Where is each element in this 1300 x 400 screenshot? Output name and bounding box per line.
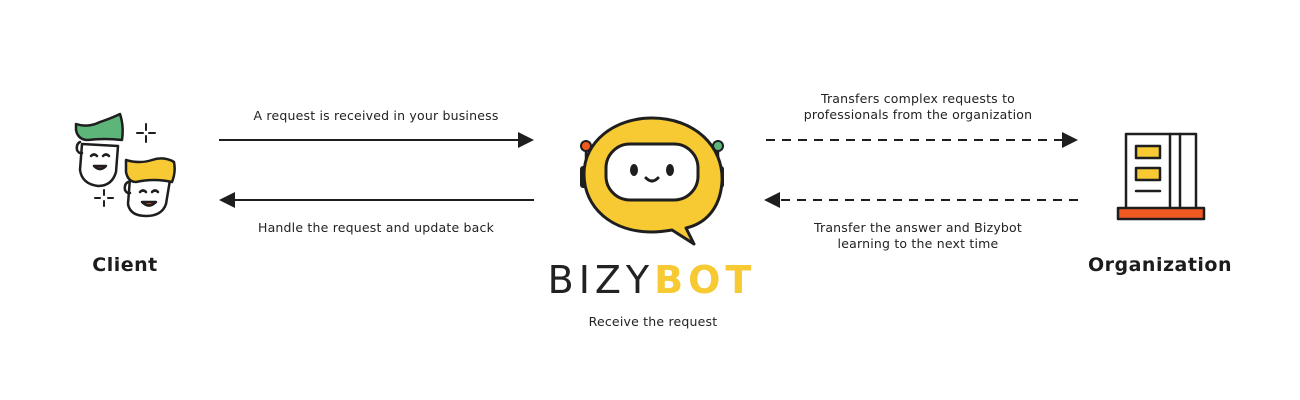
caption-organization-to-bot-line2: learning to the next time — [837, 236, 999, 251]
caption-bot-to-organization: Transfers complex requests to profession… — [768, 91, 1068, 123]
client-label: Client — [92, 254, 158, 276]
caption-bot-to-client: Handle the request and update back — [257, 220, 495, 235]
logo-part-bizy: BIZY — [547, 258, 655, 302]
logo-part-bot: BOT — [654, 258, 757, 302]
caption-client-to-bot: A request is received in your business — [253, 108, 499, 123]
bizybot-logo: BIZYBOT — [540, 258, 764, 302]
arrow-bot-to-organization — [766, 132, 1078, 148]
arrow-client-to-bot — [219, 132, 534, 148]
bizybot-mascot-icon — [580, 116, 724, 246]
caption-organization-to-bot-line1: Transfer the answer and Bizybot — [813, 220, 1023, 235]
organization-label: Organization — [1087, 254, 1233, 276]
arrow-organization-to-bot — [764, 192, 1078, 208]
client-people-icon — [74, 112, 176, 218]
caption-bot-to-organization-line1: Transfers complex requests to — [820, 91, 1016, 106]
organization-building-icon — [1116, 132, 1206, 221]
bot-caption: Receive the request — [588, 314, 718, 329]
arrow-bot-to-client — [219, 192, 534, 208]
caption-organization-to-bot: Transfer the answer and Bizybot learning… — [768, 220, 1068, 252]
caption-bot-to-organization-line2: professionals from the organization — [803, 107, 1033, 122]
